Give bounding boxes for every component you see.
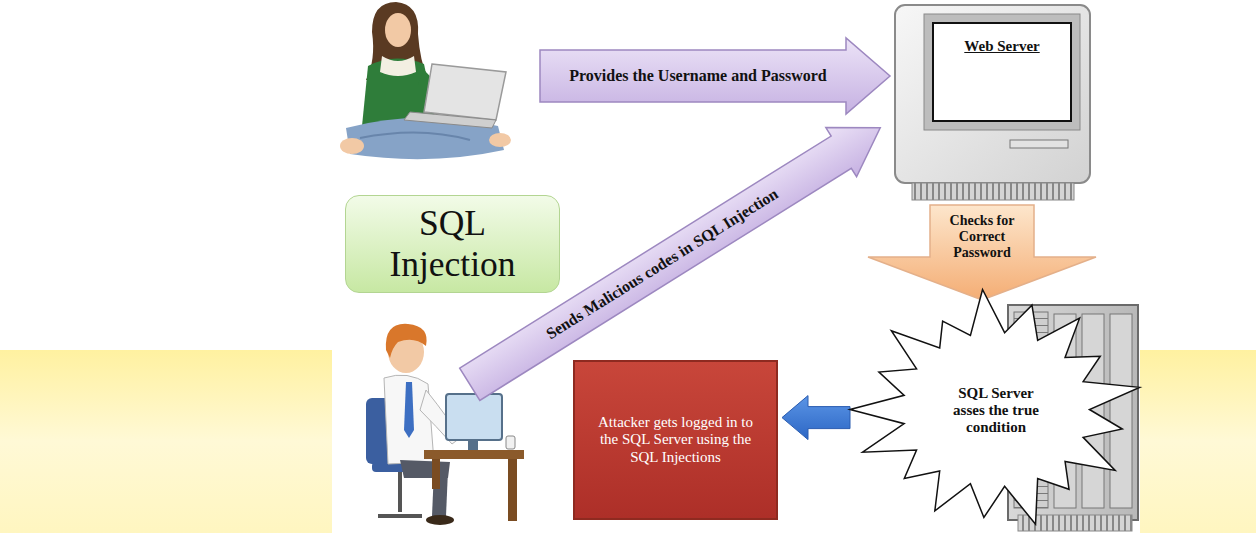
background-band: [0, 350, 332, 533]
server-screen: Web Server: [932, 22, 1072, 122]
result-arrow: [782, 396, 850, 440]
node-text: Checks for Correct Password: [932, 213, 1032, 261]
check-arrow-shape: [868, 205, 1096, 300]
web-server-computer: [895, 5, 1090, 200]
node-text: Web Server: [964, 38, 1039, 55]
check-arrow: Checks for Correct Password: [868, 205, 1096, 300]
node-text: SQL Injection: [356, 203, 549, 285]
node-text: Attacker gets logged in to the SQL Serve…: [591, 414, 760, 466]
request-arrow-shape: [540, 38, 890, 114]
burst-callout-shape: [850, 290, 1140, 525]
user-figure: [340, 2, 511, 159]
node-text: Provides the Username and Password: [569, 67, 826, 85]
request-arrow: Provides the Username and Password: [540, 38, 890, 114]
burst-callout: SQL Server asses the true condition: [850, 288, 1142, 533]
background-band: [1140, 350, 1256, 533]
title-box: SQL Injection: [345, 195, 560, 293]
node-text: SQL Server asses the true condition: [946, 385, 1046, 437]
result-box: Attacker gets logged in to the SQL Serve…: [573, 360, 778, 520]
node-text: Sends Malicious codes in SQL Injection: [543, 185, 782, 344]
